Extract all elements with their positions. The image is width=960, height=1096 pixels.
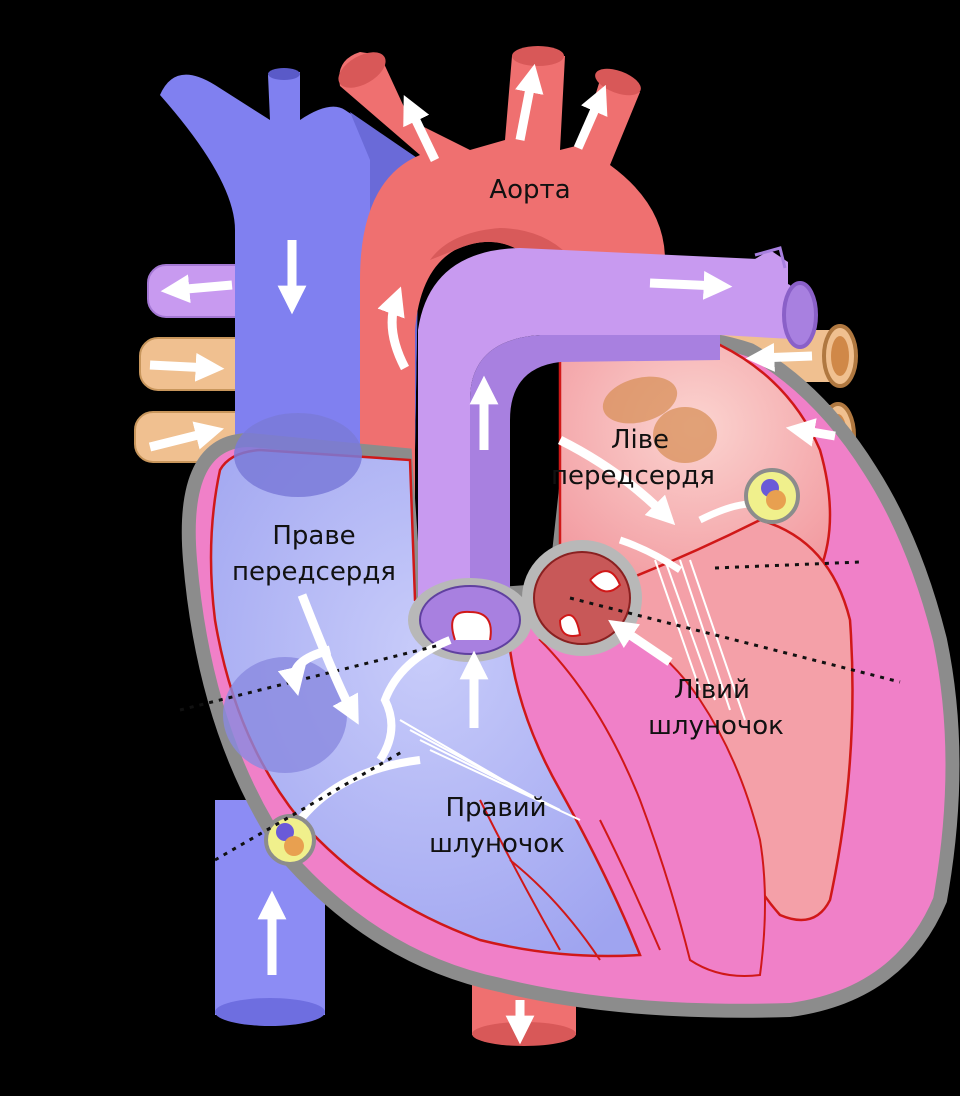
ivc-opening xyxy=(223,657,347,773)
ra-to-rv-arrow xyxy=(297,593,359,725)
pulm-vein-right-arrow-2 xyxy=(148,421,224,452)
aorta-up-arrow-3 xyxy=(573,84,608,150)
right-atrium-label-line2: передсердя xyxy=(232,557,396,587)
aorta-label: Аорта xyxy=(489,175,570,205)
aortic-valve xyxy=(522,540,642,656)
left-ventricle-label-line1: Лівий xyxy=(674,675,750,705)
dotted-section-lines xyxy=(179,560,901,862)
la-to-lv-arrow xyxy=(557,435,676,526)
right-ventricle-label-line2: шлуночок xyxy=(429,829,565,859)
tricuspid-valve xyxy=(296,636,581,823)
pulm-vein-left-arrow-2 xyxy=(785,418,836,447)
right-coronary-vessels xyxy=(264,814,316,866)
pulm-right-arrow xyxy=(649,270,733,300)
right-heart-chambers xyxy=(209,448,642,958)
left-coronary-vessels xyxy=(744,468,800,524)
lv-to-aorta-arrow xyxy=(608,619,673,666)
aorta-up-arrow-2 xyxy=(515,63,544,141)
left-atrium-label-line2: передсердя xyxy=(551,461,715,491)
right-papillary-muscles xyxy=(479,799,661,961)
svc-opening xyxy=(234,413,362,497)
left-atrium-label-line1: Ліве xyxy=(611,425,669,455)
mitral-valve xyxy=(602,376,717,463)
interventricular-septum xyxy=(538,618,766,977)
pulm-vein-right-arrow-1 xyxy=(149,352,225,382)
left-ventricle-label-line2: шлуночок xyxy=(648,711,784,741)
aorta-ascending-arrow xyxy=(377,286,410,371)
pulm-artery-left-arrow xyxy=(160,274,233,304)
pulm-vein-left-arrow-1 xyxy=(745,343,813,372)
ivc-curve-arrow xyxy=(277,645,332,697)
right-atrium-label-line1: Праве xyxy=(272,521,355,551)
aorta-up-arrow-1 xyxy=(403,95,440,162)
right-ventricle-label-line1: Правий xyxy=(445,793,546,823)
blood-flow-arrows xyxy=(148,63,836,1045)
